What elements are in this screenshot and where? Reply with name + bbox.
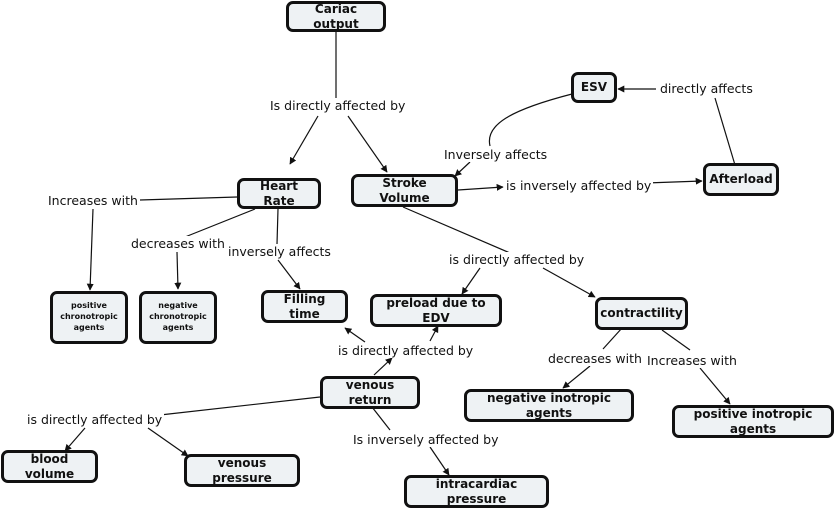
edge-decreases-label-to-negative-inotropic [562, 365, 591, 389]
node-negative-inotropic-agents[interactable]: negative inotropic agents [464, 389, 634, 422]
node-positive-chronotropic-agents[interactable]: positive chronotropic agents [50, 291, 128, 344]
edge-sv-to-directly-label [402, 206, 511, 254]
link-label-sv-directly-affected: is directly affected by [447, 252, 587, 267]
edge-directly-label-to-preload [461, 267, 481, 295]
node-preload-edv[interactable]: preload due to EDV [370, 294, 502, 327]
link-label-hr-decreases-with: decreases with [129, 236, 227, 251]
edge-vr-label-to-preload [429, 325, 439, 342]
edge-label-to-heart-rate [289, 115, 319, 165]
link-label-sv-inversely-affected: is inversely affected by [504, 178, 654, 193]
edge-increases-label-to-positive-inotropic [699, 367, 731, 405]
link-label-hr-inversely-affects: inversely affects [226, 244, 333, 259]
link-label-esv-inversely-affects: Inversely affects [442, 147, 550, 162]
link-label-vr-inversely-affected: Is inversely affected by [351, 432, 501, 447]
edge-contractility-to-increases-label [661, 329, 691, 351]
node-stroke-volume[interactable]: Stroke Volume [351, 174, 458, 207]
edge-contractility-to-decreases-label [602, 327, 623, 350]
node-positive-inotropic-agents[interactable]: positive inotropic agents [672, 405, 834, 438]
edge-directly-label-down-to-venous-pressure [147, 427, 189, 457]
link-label-ct-decreases-with: decreases with [546, 351, 644, 366]
node-contractility[interactable]: contractility [595, 297, 688, 330]
node-blood-volume[interactable]: blood volume [1, 450, 98, 483]
node-filling-time[interactable]: Filling time [261, 290, 348, 323]
edge-vr-to-inversely-label [371, 406, 391, 431]
link-label-vr-directly-affected-down: is directly affected by [25, 412, 165, 427]
edge-esv-to-label [488, 93, 573, 147]
node-heart-rate[interactable]: Heart Rate [237, 178, 321, 209]
edge-vr-to-label-up [373, 357, 393, 376]
edge-increases-label-to-positive-chronotropic [86, 208, 94, 291]
edge-afterload-to-label [714, 97, 736, 166]
node-esv[interactable]: ESV [571, 72, 617, 103]
edge-hr-to-inversely-label [276, 208, 279, 245]
edge-label-to-afterload [645, 177, 703, 185]
node-intracardiac-pressure[interactable]: intracardiac pressure [404, 475, 549, 508]
node-afterload[interactable]: Afterload [703, 163, 779, 196]
edge-decreases-label-to-negative-chronotropic [174, 251, 182, 290]
edge-vr-to-directly-label-down [159, 396, 321, 416]
edge-directly-label-to-contractility [542, 267, 596, 298]
node-negative-chronotropic-agents[interactable]: negative chronotropic agents [139, 291, 217, 344]
link-label-cardiac-output: Is directly affected by [268, 98, 408, 113]
link-label-ct-increases-with: Increases with [645, 353, 739, 368]
link-label-esv-directly-affects: directly affects [658, 81, 755, 96]
node-cardiac-output[interactable]: Cariac output [286, 1, 386, 32]
edge-inversely-label-to-filling-time [277, 259, 301, 290]
edge-label-to-stroke-volume-esv [454, 161, 471, 177]
node-venous-return[interactable]: venous return [320, 376, 420, 409]
edge-directly-label-down-to-blood-volume [64, 427, 86, 452]
link-label-vr-directly-affected-up: is directly affected by [336, 343, 476, 358]
link-label-hr-increases-with: Increases with [46, 193, 140, 208]
edge-hr-to-increases-label [139, 196, 238, 201]
edge-inversely-label-to-intracardiac [429, 446, 450, 476]
edge-label-to-stroke-volume [347, 115, 388, 173]
node-venous-pressure[interactable]: venous pressure [184, 454, 300, 487]
edge-hr-to-decreases-label [184, 208, 256, 238]
edge-sv-to-label-afterload [457, 183, 504, 191]
edge-vr-label-to-filling-time [344, 327, 366, 343]
